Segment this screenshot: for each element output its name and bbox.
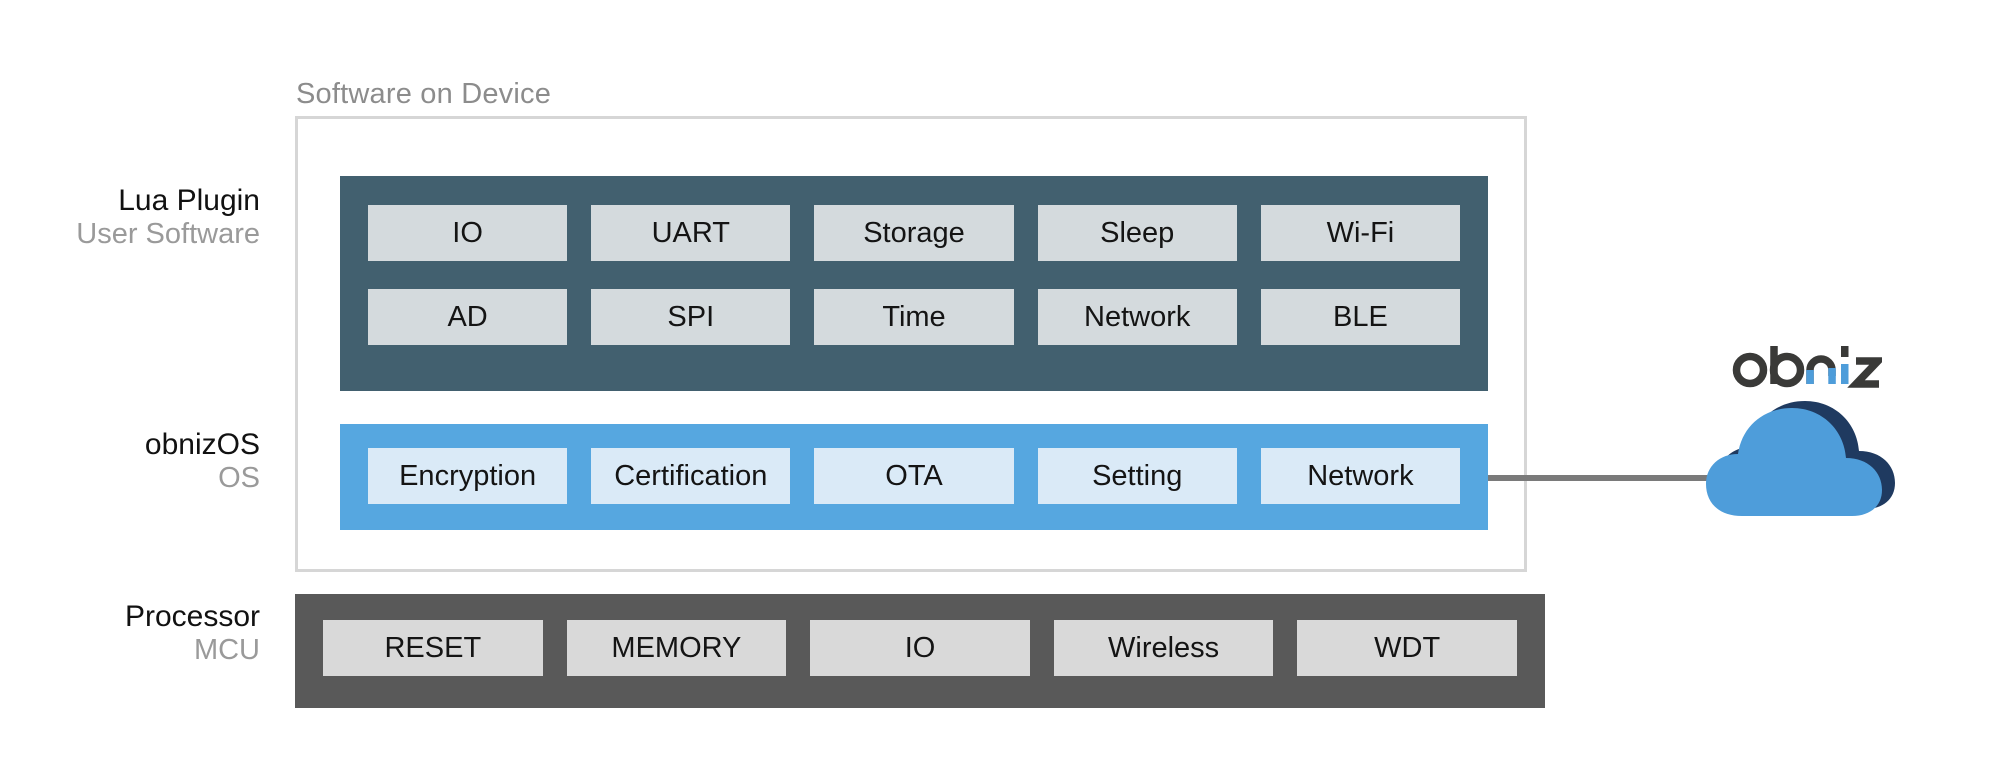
section-caption: Software on Device — [296, 78, 552, 110]
chip-encryption[interactable]: Encryption — [368, 448, 568, 504]
row-label-processor: Processor MCU — [0, 600, 260, 666]
chip-wifi[interactable]: Wi-Fi — [1260, 205, 1461, 261]
chip-memory[interactable]: MEMORY — [566, 620, 787, 676]
row-label-secondary: User Software — [76, 217, 260, 250]
row-label-obnizos: obnizOS OS — [0, 428, 260, 494]
chip-uart[interactable]: UART — [591, 205, 791, 261]
chip-certification[interactable]: Certification — [591, 448, 791, 504]
row-label-primary: Processor — [124, 600, 260, 633]
row-label-lua-plugin: Lua Plugin User Software — [0, 184, 260, 250]
chip-storage[interactable]: Storage — [814, 205, 1014, 261]
chip-ota[interactable]: OTA — [814, 448, 1014, 504]
obniz-logo-wordmark — [1712, 340, 1902, 392]
chip-row-lua-2: AD SPI Time Network BLE — [340, 289, 1488, 345]
chip-sleep[interactable]: Sleep — [1037, 205, 1237, 261]
chip-reset[interactable]: RESET — [323, 620, 543, 676]
chip-row-processor-1: RESET MEMORY IO Wireless WDT — [295, 620, 1545, 676]
chip-setting[interactable]: Setting — [1037, 448, 1237, 504]
connector-line-os-to-cloud — [1488, 475, 1716, 481]
chip-row-obnizos-1: Encryption Certification OTA Setting Net… — [340, 448, 1488, 504]
chip-time[interactable]: Time — [814, 289, 1014, 345]
layer-band-lua-plugin: IO UART Storage Sleep Wi-Fi AD SPI Time … — [340, 176, 1488, 391]
chip-wdt[interactable]: WDT — [1297, 620, 1517, 676]
row-label-secondary: MCU — [193, 633, 260, 666]
chip-io-mcu[interactable]: IO — [810, 620, 1030, 676]
row-label-primary: obnizOS — [144, 428, 260, 461]
chip-spi[interactable]: SPI — [591, 289, 791, 345]
cloud-icon — [1706, 401, 1895, 516]
layer-band-processor: RESET MEMORY IO Wireless WDT — [295, 594, 1545, 708]
row-label-secondary: OS — [218, 461, 260, 494]
chip-ble[interactable]: BLE — [1260, 289, 1461, 345]
obniz-cloud-group — [1700, 340, 1910, 520]
chip-network-os[interactable]: Network — [1260, 448, 1461, 504]
chip-row-lua-1: IO UART Storage Sleep Wi-Fi — [340, 205, 1488, 261]
chip-wireless[interactable]: Wireless — [1053, 620, 1274, 676]
layer-band-obnizos: Encryption Certification OTA Setting Net… — [340, 424, 1488, 530]
chip-io[interactable]: IO — [368, 205, 568, 261]
chip-network[interactable]: Network — [1037, 289, 1237, 345]
row-label-primary: Lua Plugin — [118, 184, 260, 217]
chip-ad[interactable]: AD — [368, 289, 568, 345]
